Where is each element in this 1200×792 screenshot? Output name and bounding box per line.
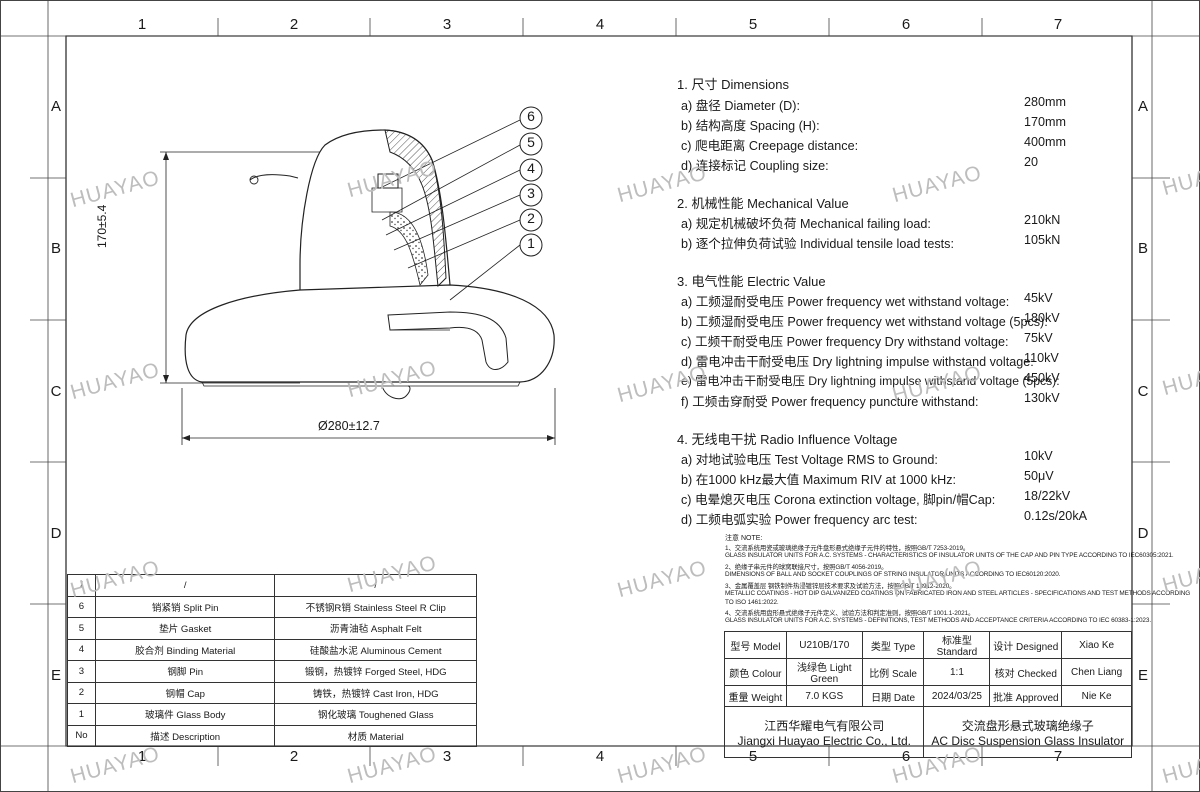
spec-elec-a-value: 45kV (1024, 291, 1053, 305)
diameter-dimension: Ø280±12.7 (318, 419, 380, 433)
spec-radio-title: 4. 无线电干扰 Radio Influence Voltage (677, 432, 898, 447)
spec-radio-a-value: 10kV (1024, 449, 1053, 463)
spec-radio-d-value: 0.12s/20kA (1024, 509, 1088, 523)
col-label-2-bottom: 2 (289, 748, 299, 765)
company-name-cn: 江西华耀电气有限公司 (764, 718, 885, 733)
product-name-en: AC Disc Suspension Glass Insulator (931, 733, 1125, 748)
title-block: 型号 Model U210B/170 类型 Type 标准型 Standard … (723, 631, 1132, 758)
spec-dimensions-title: 1. 尺寸 Dimensions (677, 77, 789, 92)
note-line-3: 2、绝缘子串元件的球窝联接尺寸，按照GB/T 4056-2019。 (725, 564, 888, 571)
spec-mech-fail-value: 210kN (1024, 213, 1061, 227)
spec-elec-c-value: 75kV (1024, 331, 1053, 345)
col-label-2: 2 (289, 16, 299, 33)
spec-spacing-label: b) 结构高度 Spacing (H): (681, 119, 820, 133)
spec-elec-d-value: 110kV (1024, 351, 1059, 365)
spec-diameter-value: 280mm (1024, 95, 1066, 109)
spec-mech-tensile-value: 105kN (1024, 233, 1061, 247)
callout-6: 6 (527, 108, 535, 124)
spec-creepage-label: c) 爬电距离 Creepage distance: (681, 139, 859, 153)
spec-mech-tensile-label: b) 逐个拉伸负荷试验 Individual tensile load test… (681, 237, 954, 251)
note-line-1: 1、交流系统用瓷或玻璃绝缘子元件盘形悬式绝缘子元件的特性，按照GB/T 7253… (725, 545, 970, 552)
col-label-4-bottom: 4 (595, 748, 605, 765)
insulator-drawing (160, 106, 556, 445)
note-line-7: TO ISO 1461:2022. (725, 599, 779, 606)
note-line-4: DIMENSIONS OF BALL AND SOCKET COUPLINGS … (725, 571, 1061, 578)
spec-radio-a-label: a) 对地试验电压 Test Voltage RMS to Ground: (681, 453, 938, 467)
spec-radio-c-label: c) 电晕熄灭电压 Corona extinction voltage, 脚pi… (681, 493, 996, 507)
col-label-1-bottom: 1 (137, 748, 147, 765)
spec-radio-b-value: 50μV (1024, 469, 1054, 483)
spec-coupling-label: d) 连接标记 Coupling size: (681, 159, 829, 173)
col-label-3: 3 (442, 16, 452, 33)
title-block-row: 重量 Weight 7.0 KGS 日期 Date 2024/03/25 批准 … (724, 685, 1132, 707)
title-block-row: 型号 Model U210B/170 类型 Type 标准型 Standard … (724, 631, 1132, 659)
bom-footer-row: No 描述 Description 材质 Material (67, 724, 477, 747)
spec-coupling-value: 20 (1024, 155, 1039, 169)
col-label-6: 6 (901, 16, 911, 33)
col-label-1: 1 (137, 16, 147, 33)
spec-spacing-value: 170mm (1024, 115, 1066, 129)
spec-elec-d-label: d) 雷电冲击干耐受电压 Dry lightning impulse withs… (681, 355, 1034, 369)
row-label-a: A (50, 98, 61, 115)
table-row: 2 钢帽 Cap 铸铁，热镀锌 Cast Iron, HDG (67, 681, 477, 704)
table-row: 6 销紧销 Split Pin 不锈钢R销 Stainless Steel R … (67, 595, 477, 618)
spec-mechanical-title: 2. 机械性能 Mechanical Value (677, 196, 849, 211)
callout-5: 5 (527, 134, 535, 150)
row-label-d-right: D (1137, 525, 1149, 542)
col-label-5: 5 (748, 16, 758, 33)
col-label-4: 4 (595, 16, 605, 33)
note-line-9: GLASS INSULATOR UNITS FOR A.C. SYSTEMS -… (725, 617, 1151, 624)
row-label-d: D (50, 525, 62, 542)
spec-elec-e-value: 450kV (1024, 371, 1060, 385)
spec-elec-b-label: b) 工频湿耐受电压 Power frequency wet withstand… (681, 315, 1048, 329)
spec-diameter-label: a) 盘径 Diameter (D): (681, 99, 800, 113)
spec-mech-fail-label: a) 规定机械破坏负荷 Mechanical failing load: (681, 217, 931, 231)
spec-elec-f-value: 130kV (1024, 391, 1060, 405)
row-label-e: E (50, 667, 61, 684)
row-label-b: B (50, 240, 61, 257)
row-label-c-right: C (1137, 383, 1149, 400)
spec-creepage-value: 400mm (1024, 135, 1066, 149)
bom-header-row: / / / (67, 574, 477, 597)
spec-elec-e-label: e) 雷电冲击干耐受电压 Dry lightning impulse withs… (681, 374, 1060, 388)
row-label-c: C (50, 383, 62, 400)
table-row: 1 玻璃件 Glass Body 钢化玻璃 Toughened Glass (67, 703, 477, 726)
height-dimension: 170±5.4 (95, 204, 109, 248)
spec-elec-c-label: c) 工频干耐受电压 Power frequency Dry withstand… (681, 335, 1009, 349)
note-line-6: METALLIC COATINGS - HOT DIP GALVANIZED C… (725, 590, 1191, 597)
table-row: 4 胶合剂 Binding Material 硅酸盐水泥 Aluminous C… (67, 638, 477, 661)
bill-of-materials: / / / 6 销紧销 Split Pin 不锈钢R销 Stainless St… (67, 574, 477, 747)
title-block-row: 颜色 Colour 浅绿色 Light Green 比例 Scale 1:1 核… (724, 658, 1132, 686)
company-name-en: Jiangxi Huayao Electric Co., Ltd. (737, 733, 911, 748)
title-block-names: 江西华耀电气有限公司 Jiangxi Huayao Electric Co., … (723, 706, 1132, 758)
spec-elec-b-value: 180kV (1024, 311, 1060, 325)
spec-radio-c-value: 18/22kV (1024, 489, 1071, 503)
col-label-7: 7 (1053, 16, 1063, 33)
spec-electric-title: 3. 电气性能 Electric Value (677, 274, 826, 289)
callout-3: 3 (527, 185, 535, 201)
callout-1: 1 (527, 235, 535, 251)
row-label-b-right: B (1137, 240, 1148, 257)
callout-2: 2 (527, 210, 535, 226)
table-row: 5 垫片 Gasket 沥青油毡 Asphalt Felt (67, 617, 477, 640)
callout-4: 4 (527, 160, 535, 176)
row-label-e-right: E (1137, 667, 1148, 684)
product-name-cn: 交流盘形悬式玻璃绝缘子 (961, 718, 1094, 733)
spec-elec-f-label: f) 工频击穿耐受 Power frequency puncture withs… (681, 395, 979, 409)
spec-elec-a-label: a) 工频湿耐受电压 Power frequency wet withstand… (681, 295, 1010, 309)
note-line-8: 4、交流系统用盘形悬式绝缘子元件定义、试验方法和判定准则，按照GB/T 1001… (725, 610, 975, 617)
row-label-a-right: A (1137, 98, 1148, 115)
spec-radio-d-label: d) 工频电弧实验 Power frequency arc test: (681, 513, 918, 527)
note-line-5: 3、金属覆盖层 钢铁制件热浸镀锌层技术要求及试验方法，按照GB/T 13912-… (725, 583, 956, 590)
spec-radio-b-label: b) 在1000 kHz最大值 Maximum RIV at 1000 kHz: (681, 473, 957, 487)
note-line-2: GLASS INSULATOR UNITS FOR A.C. SYSTEMS -… (725, 552, 1174, 559)
table-row: 3 钢脚 Pin 锻钢，热镀锌 Forged Steel, HDG (67, 660, 477, 683)
col-label-3-bottom: 3 (442, 748, 452, 765)
notes-title: 注意 NOTE: (725, 535, 763, 542)
